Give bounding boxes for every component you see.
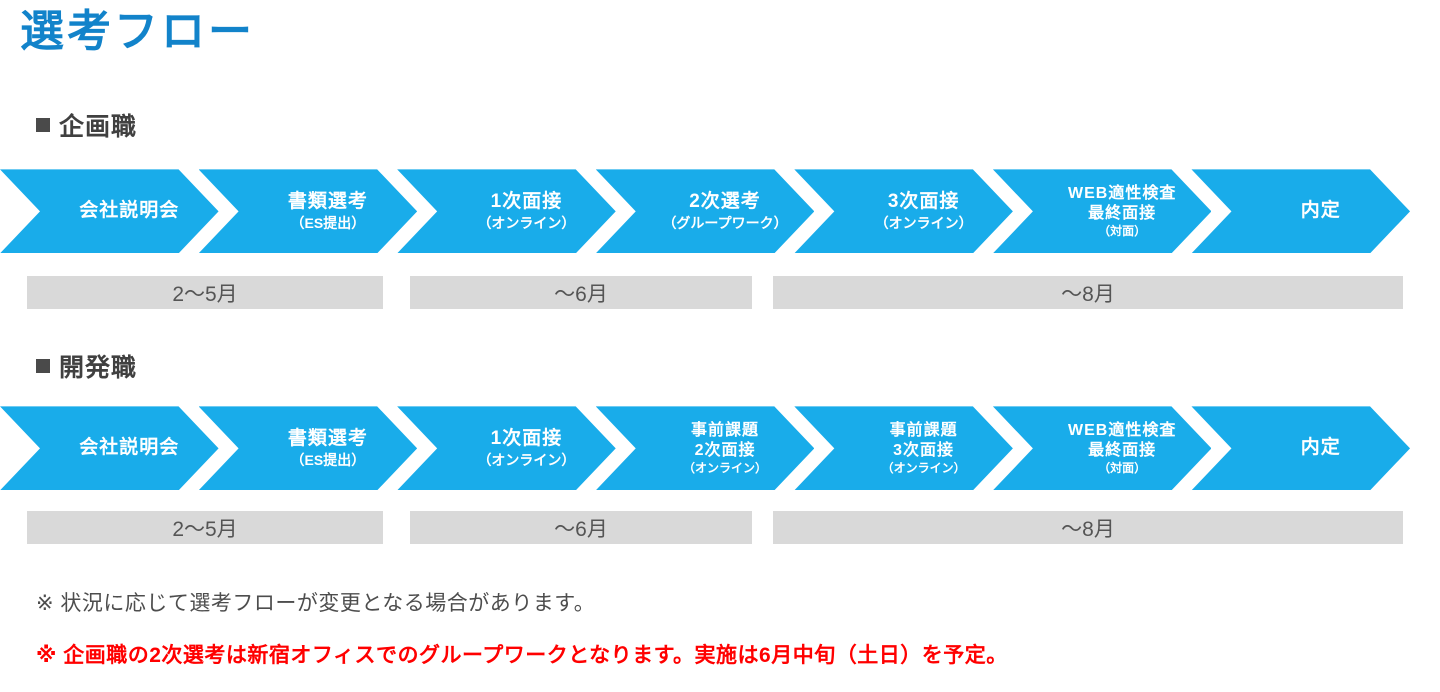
- flow-step: 1次面接（オンライン）: [397, 406, 616, 490]
- flow-step: 事前課題 3次面接（オンライン）: [794, 406, 1013, 490]
- flow-step-label-line: 3次面接: [887, 191, 960, 213]
- flow-step-label-line: （ES提出）: [290, 214, 366, 231]
- flow-step: 会社説明会: [0, 406, 219, 490]
- flow-step-label-line: （オンライン）: [477, 451, 576, 468]
- flow-step-label-line: 最終面接: [1088, 442, 1157, 460]
- flow-step-label-line: 事前課題: [691, 422, 760, 440]
- flow-step-label-line: 事前課題: [889, 422, 958, 440]
- flow-step-label-line: （グループワーク）: [662, 214, 788, 231]
- timeline-row: 2～5月 ～6月 ～8月: [0, 276, 1440, 310]
- flow-step-label-line: 最終面接: [1088, 205, 1157, 223]
- flow-step: 2次選考（グループワーク）: [596, 169, 815, 253]
- flow-step-label-line: 内定: [1300, 200, 1341, 222]
- square-bullet-icon: [36, 359, 50, 374]
- flow-step-label-line: 2次選考: [689, 191, 761, 213]
- note: ※ 状況に応じて選考フローが変更となる場合があります。: [36, 592, 596, 616]
- notes: ※ 状況に応じて選考フローが変更となる場合があります。 ※ 企画職の2次選考は新宿…: [36, 590, 1440, 669]
- flow-step-label-line: （オンライン）: [881, 461, 966, 476]
- flow-step-label-line: 書類選考: [287, 191, 368, 213]
- flow-step: 書類選考（ES提出）: [199, 406, 418, 490]
- section-label: 開発職: [59, 354, 138, 383]
- timeline-bar: ～8月: [773, 511, 1403, 545]
- flow-step-label-line: 1次面接: [490, 428, 563, 450]
- flow-step-label-line: （オンライン）: [683, 461, 768, 476]
- flow-step-label-line: 2次面接: [694, 442, 756, 460]
- timeline-row: 2～5月 ～6月 ～8月: [0, 511, 1440, 545]
- flow-step-label-line: （ES提出）: [290, 451, 366, 468]
- flow-step: 内定: [1191, 406, 1410, 490]
- square-bullet-icon: [36, 118, 50, 133]
- flow-step: 会社説明会: [0, 169, 219, 253]
- note-emphasis: ※ 企画職の2次選考は新宿オフィスでのグループワークとなります。実施は6月中旬（…: [36, 643, 1008, 667]
- flow-step-label-line: 内定: [1300, 437, 1341, 459]
- flow-step-label-line: 3次面接: [893, 442, 955, 460]
- flow-step: 内定: [1191, 169, 1410, 253]
- flow-step-label-line: 会社説明会: [79, 200, 180, 222]
- flow-step: 事前課題 2次面接（オンライン）: [596, 406, 815, 490]
- timeline-bar: ～6月: [410, 511, 752, 545]
- section-header-development: 開発職: [36, 352, 1440, 382]
- flow-step: 1次面接（オンライン）: [397, 169, 616, 253]
- flow-step-label-line: （対面）: [1098, 224, 1147, 239]
- flow-step-label-line: 書類選考: [287, 428, 368, 450]
- flow-step: WEB適性検査最終面接（対面）: [993, 406, 1212, 490]
- timeline-bar: ～6月: [410, 276, 752, 310]
- flow-step: 書類選考（ES提出）: [199, 169, 418, 253]
- section-header-planning: 企画職: [36, 111, 1440, 141]
- selection-flow-page: 選考フロー 企画職会社説明会書類選考（ES提出）1次面接（オンライン）2次選考（…: [0, 7, 1440, 692]
- timeline-bar: ～8月: [773, 276, 1403, 310]
- flow-step-label-line: 会社説明会: [79, 437, 180, 459]
- flow-step-label-line: （オンライン）: [477, 214, 576, 231]
- flow-step: WEB適性検査最終面接（対面）: [993, 169, 1212, 253]
- flow-step-label-line: WEB適性検査: [1068, 422, 1177, 440]
- flow-step-label-line: （対面）: [1098, 461, 1147, 476]
- flow-step-label-line: （オンライン）: [874, 214, 973, 231]
- flow-step: 3次面接（オンライン）: [794, 169, 1013, 253]
- flow-step-label-line: WEB適性検査: [1068, 185, 1177, 203]
- flow-step-label-line: 1次面接: [490, 191, 563, 213]
- timeline-bar: 2～5月: [27, 511, 383, 545]
- flow-row: 会社説明会書類選考（ES提出）1次面接（オンライン）2次選考（グループワーク）3…: [0, 169, 1410, 253]
- section-label: 企画職: [59, 113, 138, 142]
- flow-sections: 企画職会社説明会書類選考（ES提出）1次面接（オンライン）2次選考（グループワー…: [0, 111, 1440, 545]
- page-title: 選考フロー: [20, 7, 255, 56]
- timeline-bar: 2～5月: [27, 276, 383, 310]
